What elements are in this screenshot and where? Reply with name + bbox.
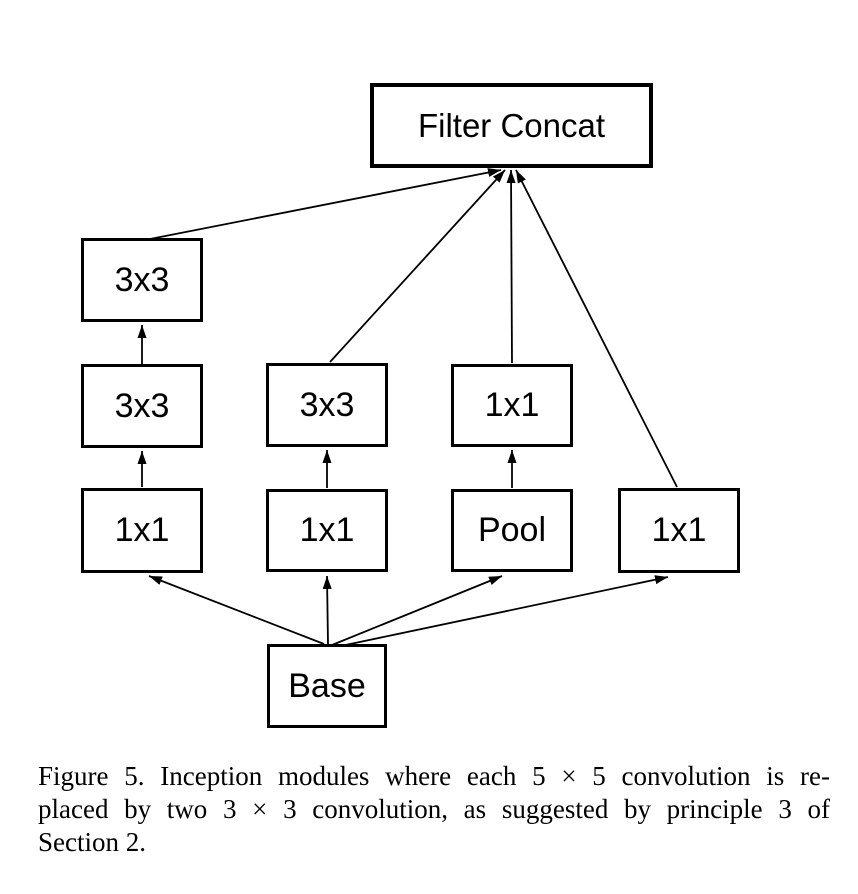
edge-conv1x1-b3-to-concat xyxy=(506,169,516,364)
node-pool: Pool xyxy=(451,489,573,572)
node-conv3x3-mid: 3x3 xyxy=(81,364,203,448)
figure-caption: Figure 5. Inception modules where each 5… xyxy=(38,760,830,859)
node-conv1x1-b3-label: 1x1 xyxy=(484,386,540,424)
node-conv1x1-b2: 1x1 xyxy=(266,489,388,572)
node-pool-label: Pool xyxy=(477,511,547,549)
node-conv1x1-b4-label: 1x1 xyxy=(651,511,707,549)
edge-base-to-conv1x1-left xyxy=(148,575,325,645)
node-base: Base xyxy=(267,644,387,728)
edge-conv3x3-top-to-concat xyxy=(144,168,502,241)
node-conv1x1-b4: 1x1 xyxy=(618,488,740,573)
node-base-label: Base xyxy=(288,666,366,705)
node-conv3x3-mid-label: 3x3 xyxy=(114,386,170,425)
node-conv3x3-b2: 3x3 xyxy=(266,363,388,447)
node-conv3x3-b2-label: 3x3 xyxy=(299,385,355,424)
edge-conv1x1-b4-to-concat xyxy=(515,169,678,488)
node-conv1x1-left: 1x1 xyxy=(81,488,203,573)
edge-conv3x3-b2-to-concat xyxy=(329,169,506,363)
node-filter-concat-label: Filter Concat xyxy=(417,106,606,144)
caption-line-1: Figure 5. Inception modules where each 5… xyxy=(38,761,830,791)
edge-base-to-pool xyxy=(331,575,503,646)
edge-base-to-conv1x1-b2 xyxy=(322,575,332,645)
node-conv1x1-left-label: 1x1 xyxy=(114,511,170,549)
node-conv3x3-top: 3x3 xyxy=(81,238,203,322)
node-conv1x1-b2-label: 1x1 xyxy=(299,511,355,549)
caption-line-3: Section 2. xyxy=(38,827,146,857)
edge-base-to-conv1x1-b4 xyxy=(335,575,669,648)
node-filter-concat: Filter Concat xyxy=(370,83,653,168)
node-conv3x3-top-label: 3x3 xyxy=(114,260,170,299)
caption-line-2: placed by two 3 × 3 convolution, as sugg… xyxy=(38,794,830,824)
node-conv1x1-b3: 1x1 xyxy=(451,364,573,447)
